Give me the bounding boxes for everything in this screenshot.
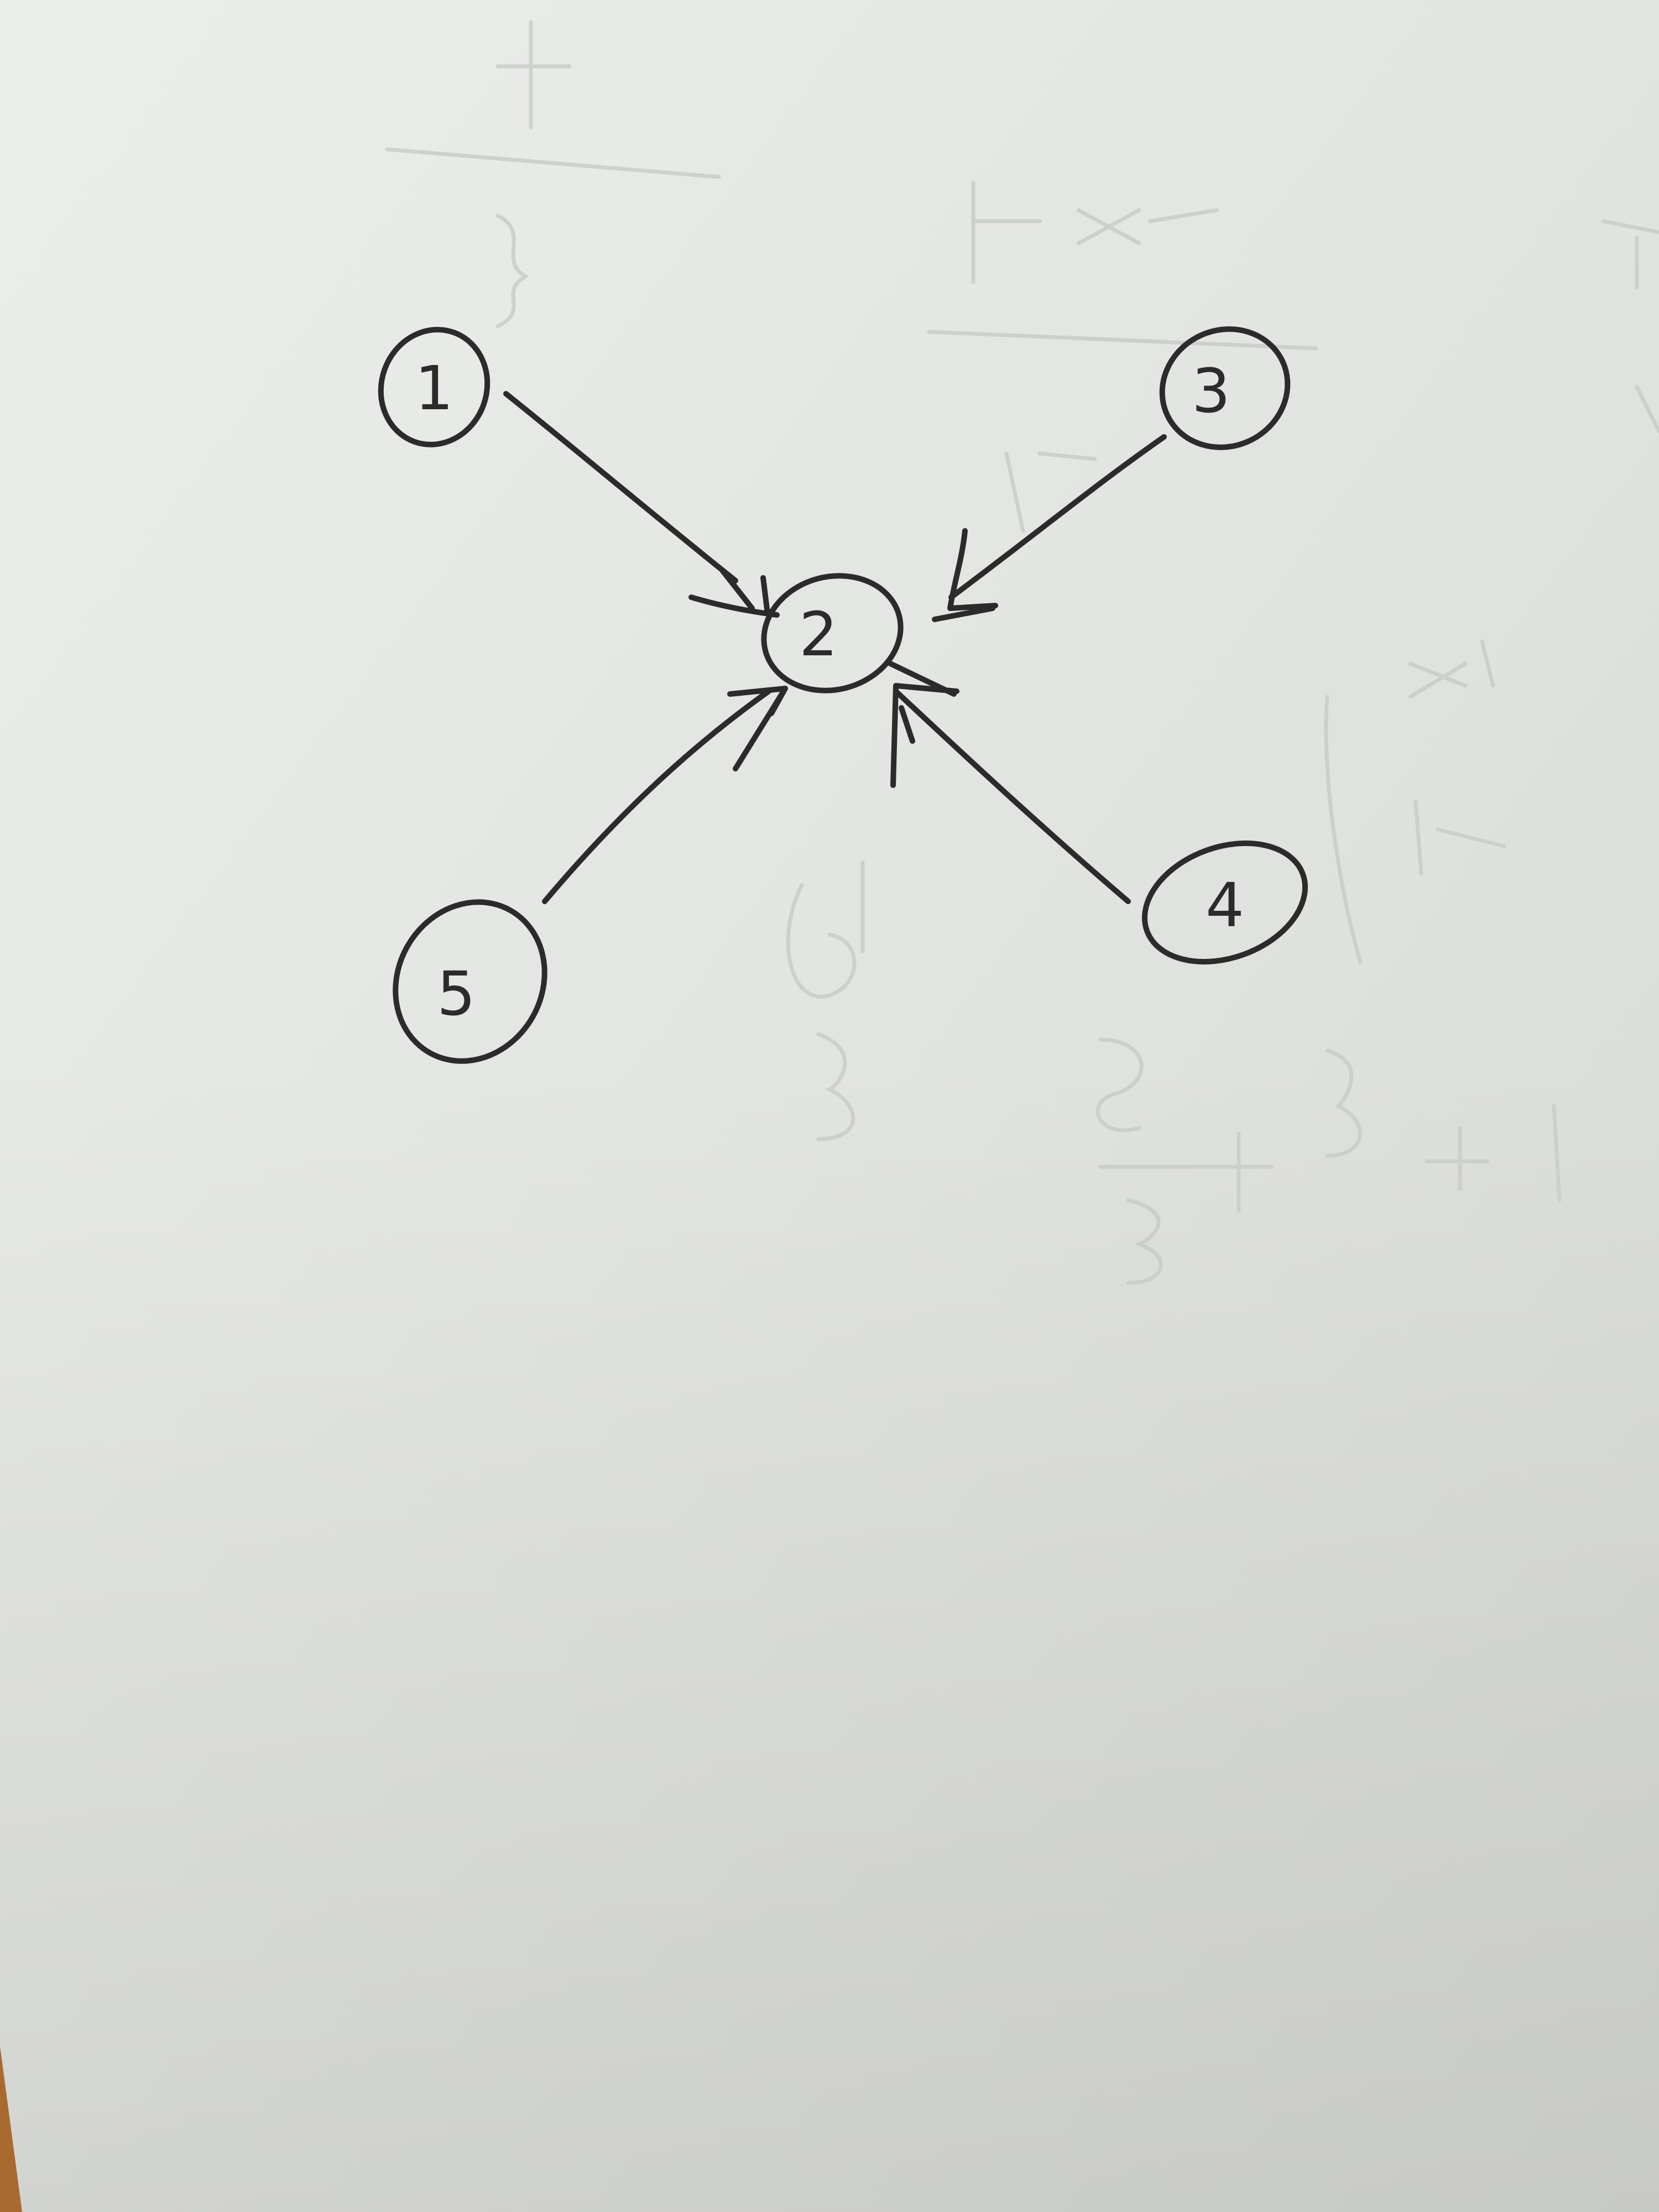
paper-shadow <box>0 1051 1659 2212</box>
arrowhead-5-to-2 <box>727 686 788 771</box>
node-2-label: 2 <box>799 599 838 670</box>
node-1: 1 <box>378 327 491 447</box>
edge-5-to-2 <box>542 688 771 904</box>
node-3-label: 3 <box>1192 356 1230 426</box>
node-3-circle <box>1159 326 1291 450</box>
arrowhead-1-to-2 <box>688 567 780 618</box>
node-4-circle <box>1141 840 1308 965</box>
node-4: 4 <box>1141 840 1308 965</box>
diagram-edges <box>503 391 1167 904</box>
node-5-label: 5 <box>437 958 476 1029</box>
node-5: 5 <box>393 899 547 1064</box>
diagram-nodes: 1 2 3 4 5 <box>378 326 1308 1064</box>
node-2: 2 <box>761 573 904 693</box>
node-1-label: 1 <box>415 353 453 424</box>
arrowhead-3-to-2 <box>932 528 998 622</box>
edge-1-to-2 <box>503 391 738 583</box>
arrowhead-4-to-2 <box>888 661 959 788</box>
table-corner <box>0 2046 22 2212</box>
edge-4-to-2 <box>893 688 1131 904</box>
node-3: 3 <box>1159 326 1291 450</box>
node-5-circle <box>393 899 547 1064</box>
node-4-label: 4 <box>1206 870 1244 941</box>
node-1-circle <box>378 327 491 447</box>
show-through-marks <box>385 20 1659 1285</box>
edge-3-to-2 <box>948 434 1167 600</box>
node-2-circle <box>761 573 904 693</box>
